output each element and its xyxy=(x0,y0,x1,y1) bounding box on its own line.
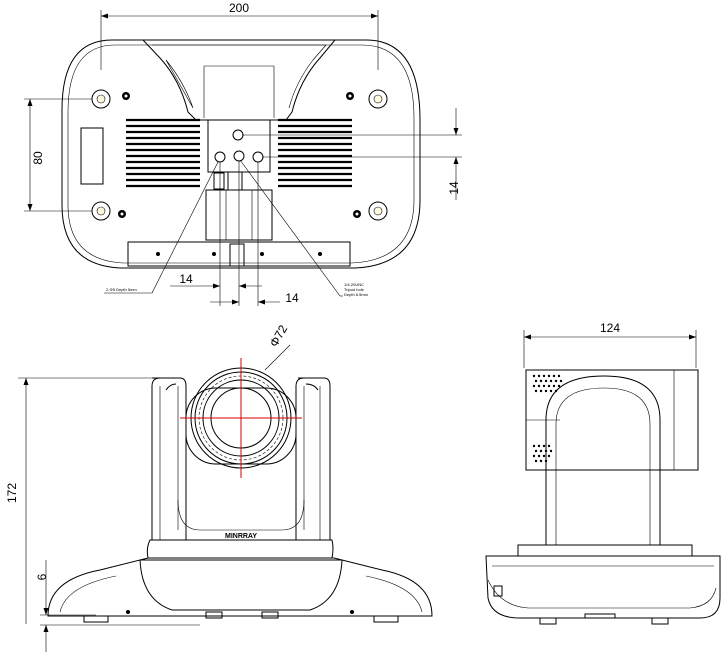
mount-hole-top-right xyxy=(368,89,388,109)
right-vent-grille xyxy=(278,118,352,188)
hole-spacing-dimension: 80 xyxy=(31,151,45,165)
brand-logo: MINRRAY xyxy=(225,533,257,540)
mount-hole-top-left xyxy=(91,89,111,109)
right-callout-line2: Tripod hole xyxy=(344,287,365,292)
height-dimension: 172 xyxy=(5,483,19,503)
bottom-left-offset-dimension: 14 xyxy=(179,272,193,286)
side-vent-dots-bottom xyxy=(532,444,553,463)
side-yoke-arm xyxy=(545,375,661,546)
side-width-dimension: 124 xyxy=(600,321,620,335)
mount-hole-bottom-right xyxy=(368,201,388,221)
side-view: 124 xyxy=(485,321,721,625)
top-view: 200 xyxy=(24,1,462,306)
bottom-right-offset-dimension: 14 xyxy=(285,291,299,305)
left-callout-note: 2-Φ5 Depth 5mm xyxy=(106,287,137,292)
top-width-dimension: 200 xyxy=(229,1,249,15)
front-view: 172 6 MINRRAY Φ72 xyxy=(5,322,433,652)
mount-hole-bottom-left xyxy=(91,201,111,221)
right-offset-dimension: 14 xyxy=(447,181,461,195)
left-vent-grille xyxy=(126,118,200,188)
right-callout-line3: Depth 6.5mm xyxy=(344,292,369,297)
base-outline xyxy=(61,39,421,269)
lens-diameter-dimension: Φ72 xyxy=(267,322,291,349)
right-callout-line1: 1/4-20UNC xyxy=(344,282,364,287)
base-height-dimension: 6 xyxy=(35,573,49,580)
